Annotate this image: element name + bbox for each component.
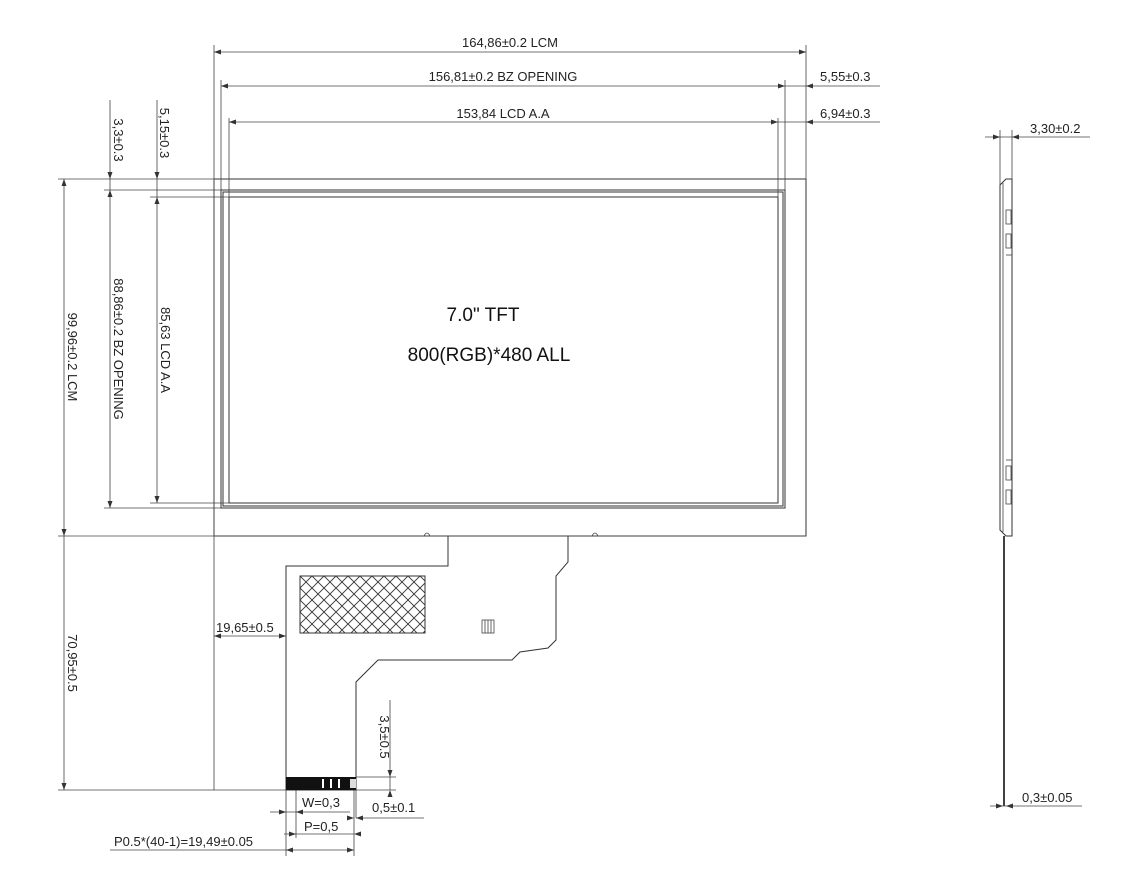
pins-total-label: P0.5*(40-1)=19,49±0.05 (114, 834, 253, 849)
stiffener-label: 3,5±0.5 (377, 715, 392, 758)
fpc-length-label: 70,95±0.5 (65, 634, 80, 692)
side-view (985, 130, 1090, 809)
contact-strip (286, 777, 356, 790)
aa-width-label: 153,84 LCD A.A (456, 106, 550, 121)
panel-resolution: 800(RGB)*480 ALL (408, 345, 571, 366)
bz-offset-y-label: 3,3±0.3 (111, 118, 126, 161)
bz-width-label: 156,81±0.2 BZ OPENING (429, 69, 578, 84)
left-dimensions (58, 100, 806, 791)
aa-offset-x-label: 6,94±0.3 (820, 106, 871, 121)
fpc-tail (285, 536, 569, 791)
pin-width-label: W=0,3 (302, 795, 340, 810)
pitch-label: P=0,5 (304, 819, 338, 834)
fpc-offset-label: 19,65±0.5 (216, 620, 274, 635)
fpc-dimensions (110, 633, 424, 856)
ic-chip (299, 575, 426, 634)
lcm-height-label: 99,96±0.2 LCM (65, 313, 80, 402)
thickness-label: 3,30±0.2 (1030, 121, 1081, 136)
aa-height-label: 85,63 LCD A.A (158, 307, 173, 393)
bz-height-label: 88,86±0.2 BZ OPENING (111, 278, 126, 420)
lcm-width-label: 164,86±0.2 LCM (462, 35, 558, 50)
aa-offset-y-label: 5,15±0.3 (157, 108, 172, 159)
top-dimensions (213, 45, 880, 790)
panel-title: 7.0" TFT (447, 305, 520, 326)
gap-label: 0,5±0.1 (372, 800, 415, 815)
fpc-thickness-label: 0,3±0.05 (1022, 790, 1073, 805)
bz-offset-x-label: 5,55±0.3 (820, 69, 871, 84)
small-component (481, 619, 495, 634)
